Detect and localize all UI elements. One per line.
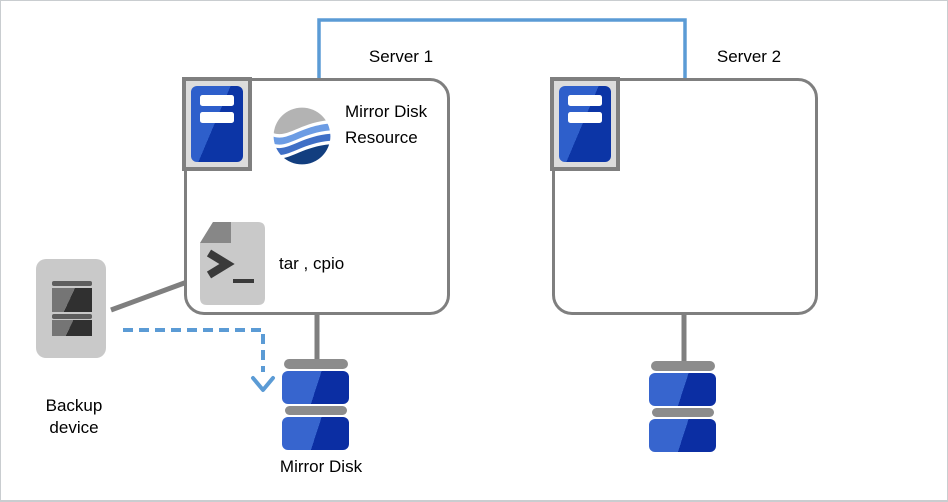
server2-label: Server 2 bbox=[716, 47, 782, 66]
server1-unit-frame bbox=[182, 77, 252, 171]
mirror-disk-icon bbox=[649, 361, 716, 452]
tar-cpio-label: tar , cpio bbox=[279, 254, 345, 273]
disk-body bbox=[649, 419, 716, 452]
disk-body bbox=[282, 417, 349, 450]
server-icon-slot bbox=[200, 112, 234, 123]
mirror-disk-icon bbox=[282, 359, 349, 450]
backup-to-server-line bbox=[110, 279, 188, 313]
server-icon bbox=[191, 86, 243, 162]
backup-device-slot-bar bbox=[52, 314, 92, 319]
mirror-disk-resource-label: Mirror Disk Resource bbox=[345, 102, 428, 147]
disk-body bbox=[282, 371, 349, 404]
server-icon-slot bbox=[568, 95, 602, 106]
server-icon-slot bbox=[200, 95, 234, 106]
disk-body bbox=[649, 373, 716, 406]
disk-cap bbox=[650, 361, 715, 371]
mirror-disk-label: Mirror Disk bbox=[279, 457, 363, 476]
server1-label: Server 1 bbox=[368, 47, 434, 66]
backup-arrowhead bbox=[251, 376, 275, 392]
interconnect-line bbox=[317, 18, 687, 78]
disk-divider bbox=[651, 408, 714, 417]
server2-unit-frame bbox=[550, 77, 620, 171]
shell-script-icon bbox=[200, 222, 265, 305]
backup-device-label: Backup device bbox=[45, 396, 103, 437]
server-icon bbox=[559, 86, 611, 162]
backup-device-cartridge bbox=[52, 288, 92, 312]
disk-divider bbox=[284, 406, 347, 415]
mirror-disk-resource-icon bbox=[273, 107, 331, 165]
backup-device-icon bbox=[36, 259, 106, 358]
backup-device-slot-bar bbox=[52, 281, 92, 286]
server-icon-slot bbox=[568, 112, 602, 123]
backup-device-cartridge bbox=[52, 320, 92, 336]
disk-cap bbox=[283, 359, 348, 369]
backup-dashed-arrow-line bbox=[123, 328, 265, 372]
